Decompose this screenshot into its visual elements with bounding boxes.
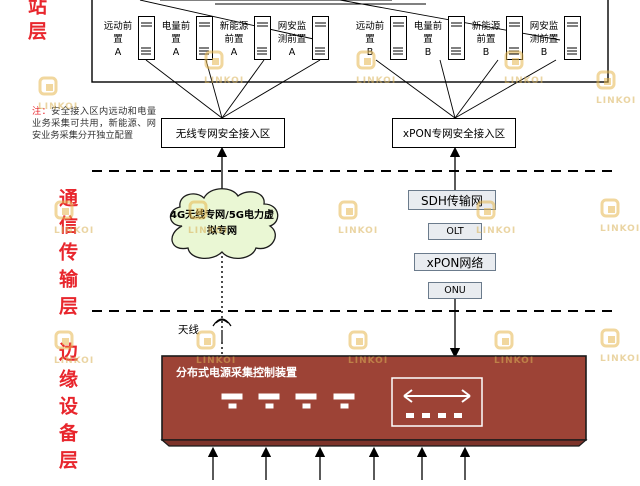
watermark-text: LINKOI (476, 226, 517, 236)
watermark-text: LINKOI (54, 356, 95, 366)
server-label-1: 电量前置 A (158, 20, 194, 59)
watermark-text: LINKOI (348, 356, 389, 366)
port-panel (391, 377, 483, 427)
server-suffix: A (230, 47, 238, 58)
watermark-text: LINKOI (600, 224, 640, 234)
antenna-icon (212, 318, 232, 342)
watermark-logo: LINKOI (204, 50, 244, 86)
station-frame (91, 0, 609, 83)
server-name: 新能源前置 (219, 21, 249, 45)
note-body: 安全接入区内远动和电量业务采集可共用，新能源、网安业务采集分开独立配置 (32, 106, 157, 141)
bidirectional-arrow-icon (403, 389, 471, 403)
server-suffix: A (172, 47, 180, 58)
server-label-6: 新能源前置 B (468, 20, 504, 59)
server-icon (448, 16, 465, 60)
watermark-logo: LINKOI (338, 200, 378, 236)
watermark-text: LINKOI (188, 226, 229, 236)
watermark-text: LINKOI (196, 356, 237, 366)
note-text: 注：安全接入区内远动和电量业务采集可共用，新能源、网安业务采集分开独立配置 (32, 106, 156, 142)
server-icon (390, 16, 407, 60)
watermark-logo: LINKOI (38, 76, 78, 112)
watermark-text: LINKOI (596, 96, 637, 106)
layer-label-comm: 通信传输层 (56, 188, 78, 323)
watermark-text: LINKOI (204, 76, 245, 86)
server-label-3: 网安监测前置 A (274, 20, 310, 59)
wireless-zone-box: 无线专网安全接入区 (161, 118, 285, 148)
note-prefix: 注： (32, 106, 52, 117)
watermark-logo: LINKOI (504, 50, 544, 86)
server-suffix: A (288, 47, 296, 58)
antenna-label: 天线 (178, 324, 199, 336)
watermark-logo: LINKOI (356, 50, 396, 86)
onu-box: ONU (428, 282, 482, 299)
server-name: 电量前置 (413, 21, 443, 45)
watermark-logo: LINKOI (196, 330, 236, 366)
watermark-logo: LINKOI (476, 200, 516, 236)
fan-lines-left (145, 59, 321, 119)
server-name: 网安监测前置 (529, 21, 559, 45)
port-dots (406, 413, 462, 418)
server-suffix: B (482, 47, 490, 58)
xpon-network-box: xPON网络 (414, 253, 496, 271)
layer-label-edge: 边缘设备层 (56, 342, 78, 477)
cloud-label: 4G无线专网/5G电力虚拟专网 (170, 210, 274, 237)
device-title: 分布式电源采集控制装置 (176, 366, 297, 379)
server-label-0: 远动前置 A (100, 20, 136, 59)
watermark-logo: LINKOI (494, 330, 534, 366)
watermark-logo: LINKOI (188, 200, 228, 236)
xpon-zone-box: xPON专网安全接入区 (392, 118, 516, 148)
bottom-input-arrows (207, 446, 471, 480)
server-name: 电量前置 (161, 21, 191, 45)
fan-lines-right (375, 59, 557, 119)
server-icon (564, 16, 581, 60)
server-label-7: 网安监测前置 B (526, 20, 562, 59)
watermark-logo: LINKOI (600, 328, 640, 364)
server-name: 远动前置 (355, 21, 385, 45)
server-suffix: A (114, 47, 122, 58)
watermark-logo: LINKOI (600, 198, 640, 234)
watermark-text: LINKOI (600, 354, 640, 364)
watermark-text: LINKOI (504, 76, 545, 86)
server-icon (254, 16, 271, 60)
device-slots (221, 393, 355, 409)
server-label-2: 新能源前置 A (216, 20, 252, 59)
watermark-logo: LINKOI (596, 70, 636, 106)
server-label-5: 电量前置 B (410, 20, 446, 59)
cloud-shape (169, 188, 279, 259)
olt-box: OLT (428, 223, 482, 240)
watermark-logo: LINKOI (54, 330, 94, 366)
layer-label-station: 站层 (25, 0, 47, 46)
watermark-logo: LINKOI (54, 200, 94, 236)
server-icon (312, 16, 329, 60)
server-suffix: B (424, 47, 432, 58)
watermark-text: LINKOI (494, 356, 535, 366)
watermark-text: LINKOI (356, 76, 397, 86)
server-icon (138, 16, 155, 60)
server-name: 远动前置 (103, 21, 133, 45)
server-name: 网安监测前置 (277, 21, 307, 45)
watermark-text: LINKOI (38, 102, 79, 112)
watermark-logo: LINKOI (348, 330, 388, 366)
sdh-box: SDH传输网 (408, 190, 496, 210)
watermark-text: LINKOI (54, 226, 95, 236)
watermark-text: LINKOI (338, 226, 379, 236)
server-suffix: B (540, 47, 548, 58)
server-name: 新能源前置 (471, 21, 501, 45)
